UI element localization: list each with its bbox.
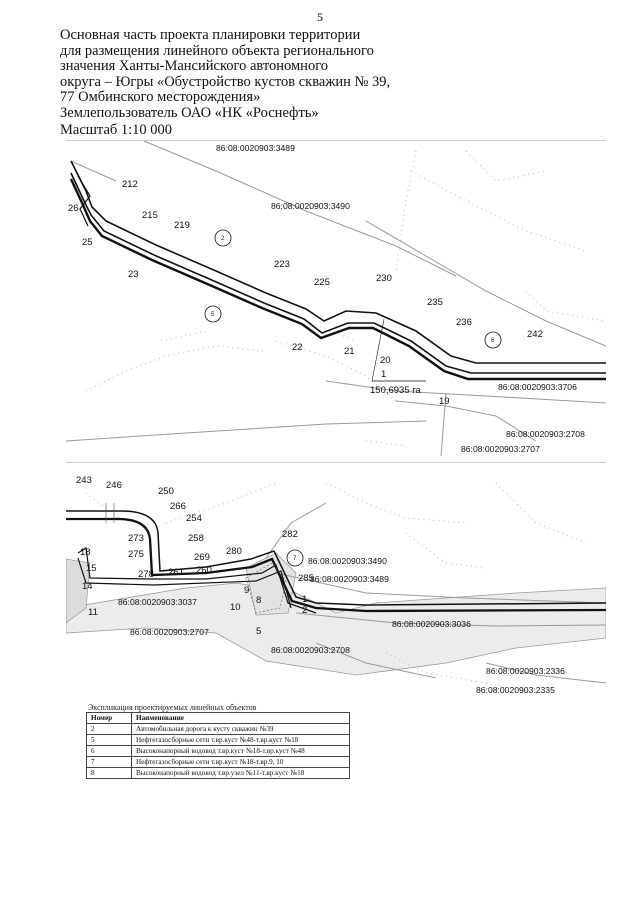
point-label: 1: [302, 594, 307, 605]
point-label: 26: [68, 203, 79, 214]
object-marker-label: 6: [491, 338, 495, 344]
area-number: 1: [381, 369, 386, 380]
cadastral-label: 86:08:0020903:2708: [271, 645, 350, 655]
map-top: 1 150,6935 га 86:08:0020903:3489 86:08:0…: [66, 140, 606, 456]
object-marker: [204, 305, 222, 323]
point-label: 223: [274, 259, 290, 270]
cadastral-label: 86:08:0020903:2707: [130, 627, 209, 637]
point-label: 243: [76, 475, 92, 486]
title-line: значения Ханты-Мансийского автономного: [60, 58, 329, 75]
point-label: 278: [138, 569, 154, 580]
point-label: 9: [244, 585, 249, 596]
point-label: 14: [82, 581, 93, 592]
cadastral-label: 86:08:0020903:2708: [506, 429, 585, 439]
legend-row: 6 Высоконапорный водовод т.вр.куст №18-т…: [86, 745, 350, 757]
object-marker: [286, 549, 304, 567]
point-label: 269: [194, 552, 210, 563]
cadastral-label: 86:08:0020903:3037: [118, 597, 197, 607]
object-marker-label: 7: [293, 556, 297, 562]
cadastral-label: 86:08:0020903:3706: [498, 382, 577, 392]
point-label: 246: [106, 480, 122, 491]
point-label: 22: [292, 342, 303, 353]
point-label: 266: [170, 501, 186, 512]
point-label: 282: [282, 529, 298, 540]
point-label: 230: [376, 273, 392, 284]
point-label: 215: [142, 210, 158, 221]
legend-name: Автомобильная дорога к кусту скважин №39: [131, 723, 350, 735]
legend-table: Номер Наименование 2 Автомобильная дорог…: [86, 712, 350, 779]
cadastral-label: 86:08:0020903:3489: [310, 574, 389, 584]
point-label: 20: [380, 355, 391, 366]
legend-caption: Экспликация проектируемых линейных объек…: [88, 703, 257, 712]
point-label: 18: [80, 547, 91, 558]
legend-num: 6: [86, 745, 132, 757]
point-label: 260: [196, 565, 212, 576]
legend-num: 2: [86, 723, 132, 735]
point-label: 250: [158, 486, 174, 497]
legend-num: 7: [86, 756, 132, 768]
document-title: Основная часть проекта планировки террит…: [60, 27, 460, 122]
legend-header: Номер: [86, 712, 132, 724]
point-label: 21: [344, 346, 355, 357]
map-bottom: 86:08:0020903:3490 86:08:0020903:3489 86…: [66, 462, 606, 703]
point-label: 235: [427, 297, 443, 308]
title-line: 77 Омбинского месторождения»: [60, 89, 261, 106]
object-marker: [484, 331, 502, 349]
object-marker: [214, 229, 232, 247]
cadastral-label: 86:08:0020903:2707: [461, 444, 540, 454]
cadastral-label: 86:08:0020903:2336: [486, 666, 565, 676]
cadastral-label: 86:08:0020903:3489: [216, 143, 295, 153]
point-label: 254: [186, 513, 202, 524]
legend-header: Наименование: [131, 712, 350, 724]
object-marker-label: 5: [211, 312, 215, 318]
legend-row: 8 Высоконапорный водовод т.вр.узел №11-т…: [86, 767, 350, 779]
point-label: 5: [256, 626, 261, 637]
point-label: 261: [168, 567, 184, 578]
legend-row: 5 Нефтегазосборные сети т.вр.куст №48-т.…: [86, 734, 350, 746]
point-label: 10: [230, 602, 241, 613]
point-label: 212: [122, 179, 138, 190]
legend-name: Нефтегазосборные сети т.вр.куст №18-т.вр…: [131, 756, 350, 768]
object-marker-label: 2: [221, 236, 225, 242]
point-label: 273: [128, 533, 144, 544]
cadastral-label: 86:08:0020903:3490: [308, 556, 387, 566]
point-label: 25: [82, 237, 93, 248]
point-label: 280: [226, 546, 242, 557]
cadastral-label: 86:08:0020903:3490: [271, 201, 350, 211]
point-label: 285: [298, 573, 314, 584]
legend-num: 5: [86, 734, 132, 746]
legend-name: Высоконапорный водовод т.вр.куст №18-т.в…: [131, 745, 350, 757]
legend-row: 2 Автомобильная дорога к кусту скважин №…: [86, 723, 350, 735]
point-label: 11: [88, 607, 98, 618]
legend-name: Высоконапорный водовод т.вр.узел №11-т.в…: [131, 767, 350, 779]
legend-num: 8: [86, 767, 132, 779]
title-line: для размещения линейного объекта региона…: [60, 42, 374, 59]
point-label: 15: [86, 563, 97, 574]
point-label: 8: [256, 595, 261, 606]
point-label: 219: [174, 220, 190, 231]
legend-name: Нефтегазосборные сети т.вр.куст №48-т.вр…: [131, 734, 350, 746]
point-label: 236: [456, 317, 472, 328]
title-line: округа – Югры «Обустройство кустов скваж…: [60, 73, 391, 90]
map-scale: Масштаб 1:10 000: [60, 122, 173, 138]
boundary-dots: [85, 150, 606, 447]
point-label: 242: [527, 329, 543, 340]
point-label: 19: [439, 396, 450, 407]
page-number: 5: [317, 10, 323, 24]
area-value: 150,6935 га: [370, 385, 422, 396]
cadastral-label: 86:08:0020903:3036: [392, 619, 471, 629]
corridor-lines: [69, 160, 606, 381]
point-label: 258: [188, 533, 204, 544]
corridor-lines: [66, 503, 606, 614]
point-label: 275: [128, 549, 144, 560]
point-label: 225: [314, 277, 330, 288]
cadastral-label: 86:08:0020903:2335: [476, 685, 555, 695]
point-label: 2: [302, 605, 307, 616]
point-label: 23: [128, 269, 139, 280]
title-line: Основная часть проекта планировки террит…: [60, 27, 361, 43]
title-line: Землепользователь ОАО «НК «Роснефть»: [60, 104, 319, 121]
legend-row: 7 Нефтегазосборные сети т.вр.куст №18-т.…: [86, 756, 350, 768]
